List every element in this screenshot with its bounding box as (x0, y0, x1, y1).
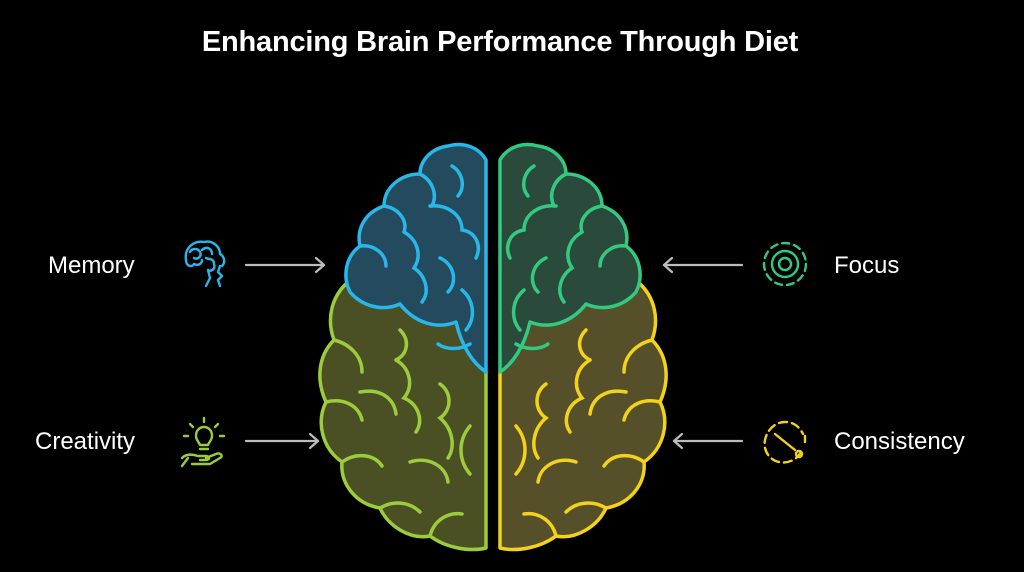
label-memory: Memory (48, 252, 135, 279)
arrow-consistency (672, 432, 744, 450)
arrow-memory (244, 256, 326, 274)
page-title: Enhancing Brain Performance Through Diet (201, 26, 799, 58)
arrow-focus (662, 256, 744, 274)
label-creativity: Creativity (35, 428, 136, 455)
target-icon (762, 241, 808, 287)
label-consistency: Consistency (834, 428, 965, 455)
clock-icon (763, 420, 807, 464)
arrow-creativity (244, 432, 320, 450)
lightbulb-hand-icon (180, 416, 226, 468)
head-profile-icon (184, 240, 226, 288)
label-focus: Focus (834, 252, 900, 279)
